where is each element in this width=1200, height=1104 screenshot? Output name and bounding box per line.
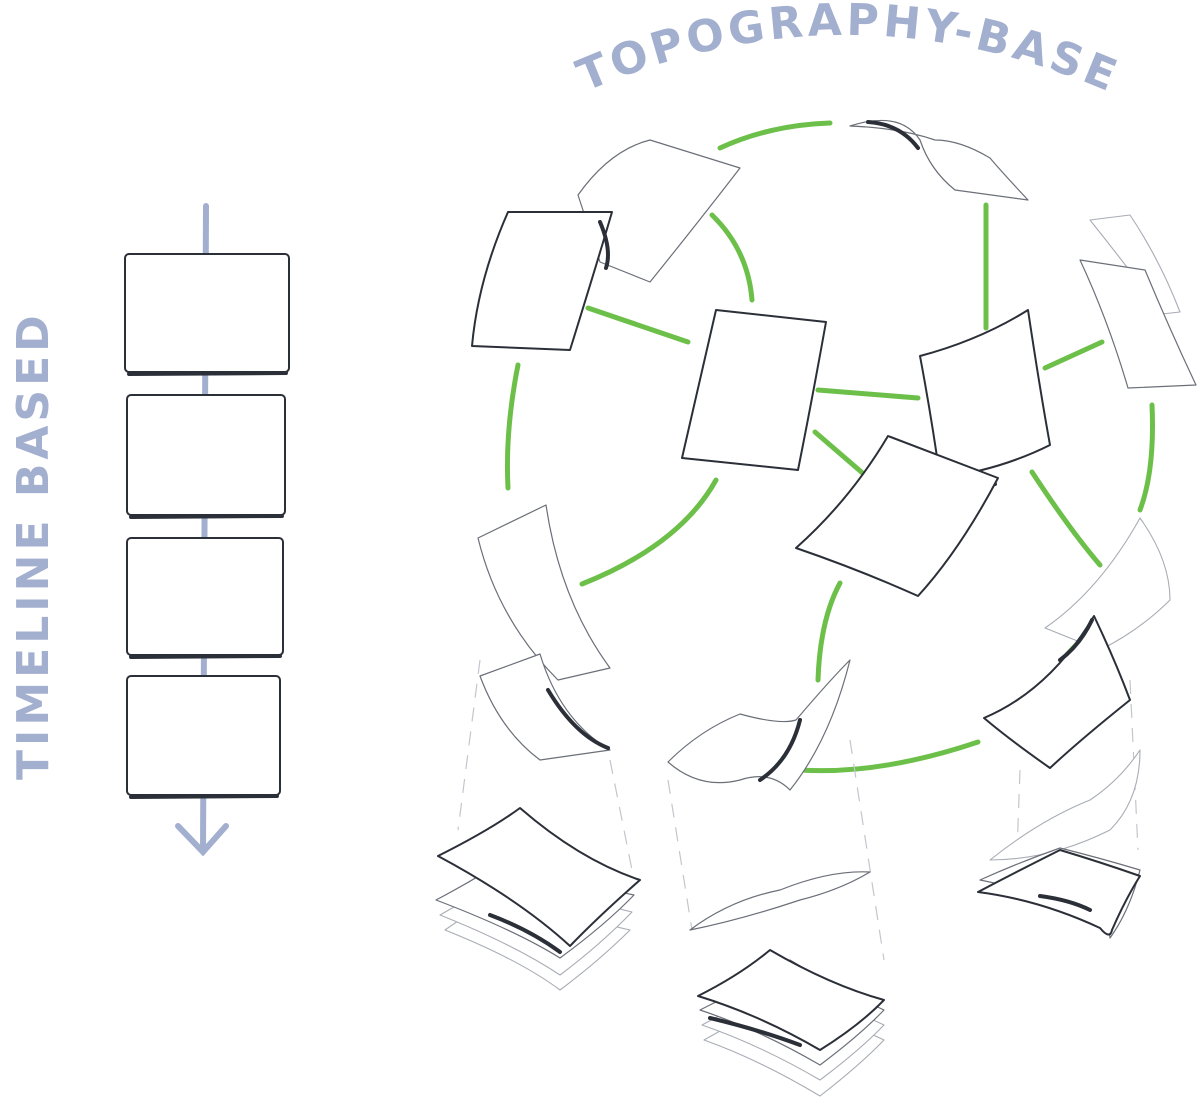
page-node: [681, 309, 827, 471]
projection-guides: [457, 659, 1139, 961]
timeline-card: [126, 394, 286, 519]
timeline-card: [126, 675, 281, 799]
page-stack: [435, 807, 641, 991]
page-node: [1079, 214, 1197, 389]
timeline-card: [124, 253, 290, 376]
page-stack: [697, 949, 885, 1097]
timeline-title: TIMELINE BASED: [8, 311, 59, 780]
page-node: [667, 659, 851, 791]
page-stack: [689, 871, 871, 931]
topography-title: TOPOGRAPHY-BASED: [0, 0, 1127, 103]
page-stacks: [435, 749, 1141, 1097]
page-node: [477, 504, 611, 761]
page-stack: [977, 749, 1141, 939]
topography-links: [504, 120, 1155, 774]
timeline-cards: [124, 253, 290, 799]
page-node: [849, 119, 1029, 201]
page-node: [795, 435, 999, 597]
timeline-card: [126, 537, 284, 659]
page-node: [983, 517, 1171, 769]
topography-pages: [471, 119, 1197, 791]
page-node: [471, 139, 741, 351]
